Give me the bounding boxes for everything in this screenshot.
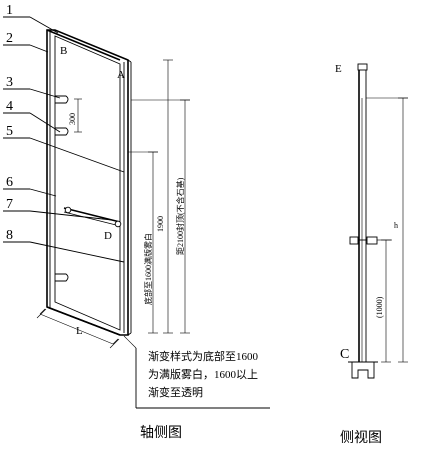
letter-e: E [335,63,342,75]
callout-4: 4 [6,99,13,114]
note-line-2: 为满版雾白，1600以上 [148,367,258,381]
callout-1: 1 [6,3,13,18]
dim-fog-range: 底部至1600满版雾白 [143,233,153,305]
caption-side: 侧视图 [340,430,382,446]
letter-b: B [60,45,67,57]
dim-total-height: 距2100封顶(不含石基) [175,177,185,255]
caption-axonometric: 轴侧图 [140,425,182,441]
dim-fog-height: 1900 [156,216,165,232]
dim-handle-gap: 300 [68,113,77,125]
side-view: E h (1000) C [335,63,408,379]
note-line-1: 渐变样式为底部至1600 [148,349,258,363]
dim-width: L [76,325,83,337]
callout-6: 6 [6,175,13,190]
axonometric-door: 300 B A D L 1900 底部至1600满版雾白 距2100封顶(不含石… [36,29,190,349]
callout-8: 8 [6,228,13,243]
note-line-3: 渐变至透明 [148,385,203,399]
letter-a: A [117,69,125,81]
callout-7: 7 [6,197,13,212]
letter-c: C [340,347,349,362]
letter-d: D [104,230,112,242]
callout-2: 2 [6,31,13,46]
callout-group: 1 2 3 4 5 6 7 8 [3,3,125,263]
callout-3: 3 [6,75,13,90]
gradient-note: 渐变样式为底部至1600 为满版雾白，1600以上 渐变至透明 [123,335,270,409]
callout-5: 5 [6,124,13,139]
dim-side-handle: (1000) [375,296,384,318]
side-mark: h [394,221,398,230]
